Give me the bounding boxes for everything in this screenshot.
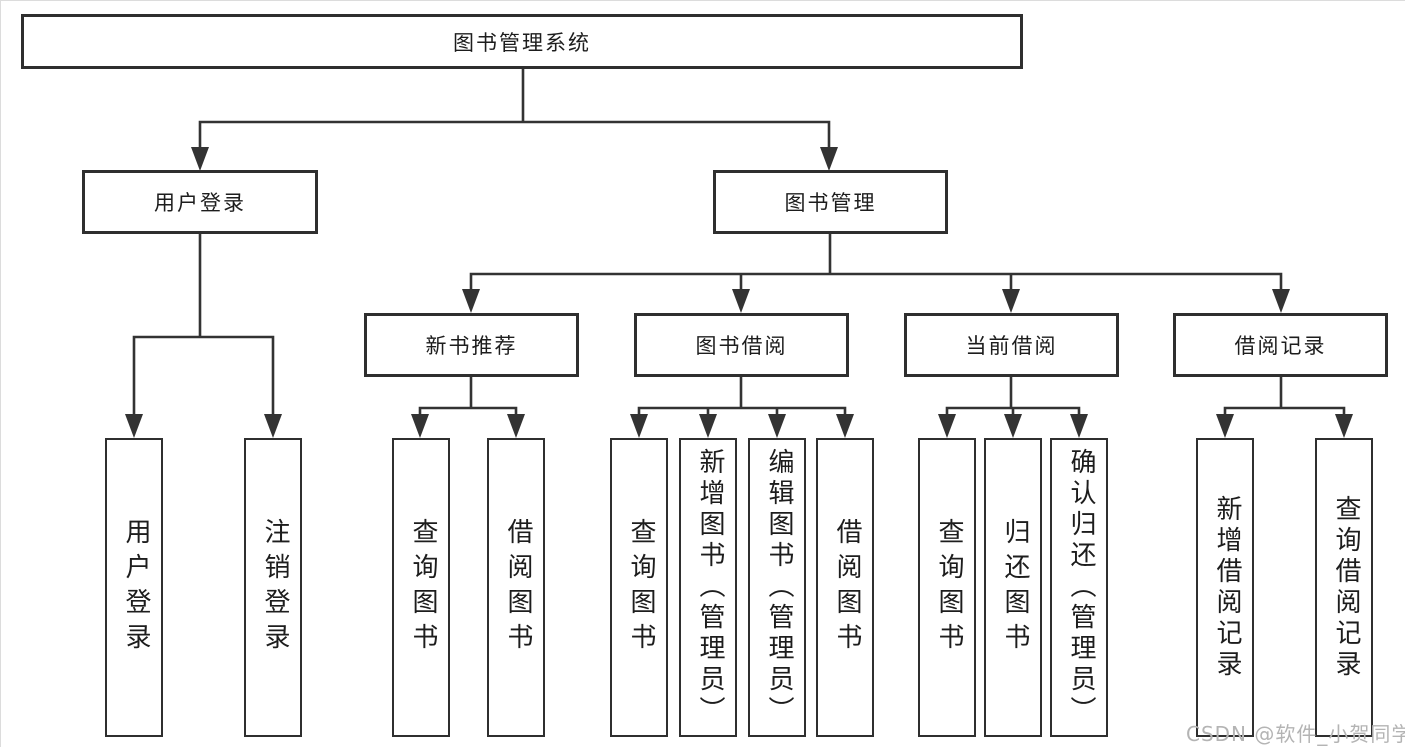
arrowhead-icon xyxy=(191,147,209,171)
leaf-logout: 注销登录 xyxy=(244,438,302,737)
node-book-management: 图书管理 xyxy=(713,170,948,234)
connector-current-borrowing-children xyxy=(938,375,1088,438)
node-book-borrowing: 图书借阅 xyxy=(634,313,849,377)
connector-new-book-recommend-children xyxy=(411,375,525,438)
arrowhead-icon xyxy=(820,147,838,171)
connector-borrow-records-children xyxy=(1216,375,1353,438)
leaf-return-books: 归还图书 xyxy=(984,438,1042,737)
arrowhead-icon xyxy=(507,414,525,438)
arrowhead-icon xyxy=(462,289,480,313)
connector-root-to-level2 xyxy=(191,67,838,171)
arrowhead-icon xyxy=(699,414,717,438)
leaf-add-book-admin: 新增图书（管理员） xyxy=(679,438,737,737)
arrowhead-icon xyxy=(732,289,750,313)
arrowhead-icon xyxy=(1004,414,1022,438)
arrowhead-icon xyxy=(938,414,956,438)
connector-user-login-children xyxy=(125,232,282,438)
arrowhead-icon xyxy=(411,414,429,438)
node-new-book-recommend: 新书推荐 xyxy=(364,313,579,377)
node-user-login: 用户登录 xyxy=(82,170,318,234)
leaf-query-books-current: 查询图书 xyxy=(918,438,976,737)
connector-book-borrowing-children xyxy=(630,375,854,438)
leaf-add-borrow-record: 新增借阅记录 xyxy=(1196,438,1254,737)
leaf-query-books-borrowing: 查询图书 xyxy=(610,438,668,737)
arrowhead-icon xyxy=(836,414,854,438)
arrowhead-icon xyxy=(768,414,786,438)
leaf-user-login: 用户登录 xyxy=(105,438,163,737)
arrowhead-icon xyxy=(264,414,282,438)
node-borrow-records: 借阅记录 xyxy=(1173,313,1388,377)
arrowhead-icon xyxy=(1272,289,1290,313)
arrowhead-icon xyxy=(1216,414,1234,438)
csdn-watermark: CSDN @软件_小贺同学 xyxy=(1186,722,1405,746)
arrowhead-icon xyxy=(1002,289,1020,313)
arrowhead-icon xyxy=(125,414,143,438)
leaf-query-borrow-record: 查询借阅记录 xyxy=(1315,438,1373,737)
leaf-borrow-books-recommend: 借阅图书 xyxy=(487,438,545,737)
arrowhead-icon xyxy=(1070,414,1088,438)
leaf-confirm-return-admin: 确认归还（管理员） xyxy=(1050,438,1108,737)
leaf-edit-book-admin: 编辑图书（管理员） xyxy=(748,438,806,737)
leaf-query-books-recommend: 查询图书 xyxy=(392,438,450,737)
arrowhead-icon xyxy=(630,414,648,438)
connector-book-management-children xyxy=(462,232,1290,313)
node-current-borrowing: 当前借阅 xyxy=(904,313,1119,377)
leaf-borrow-books-borrowing: 借阅图书 xyxy=(816,438,874,737)
node-library-system: 图书管理系统 xyxy=(21,14,1023,69)
arrowhead-icon xyxy=(1335,414,1353,438)
